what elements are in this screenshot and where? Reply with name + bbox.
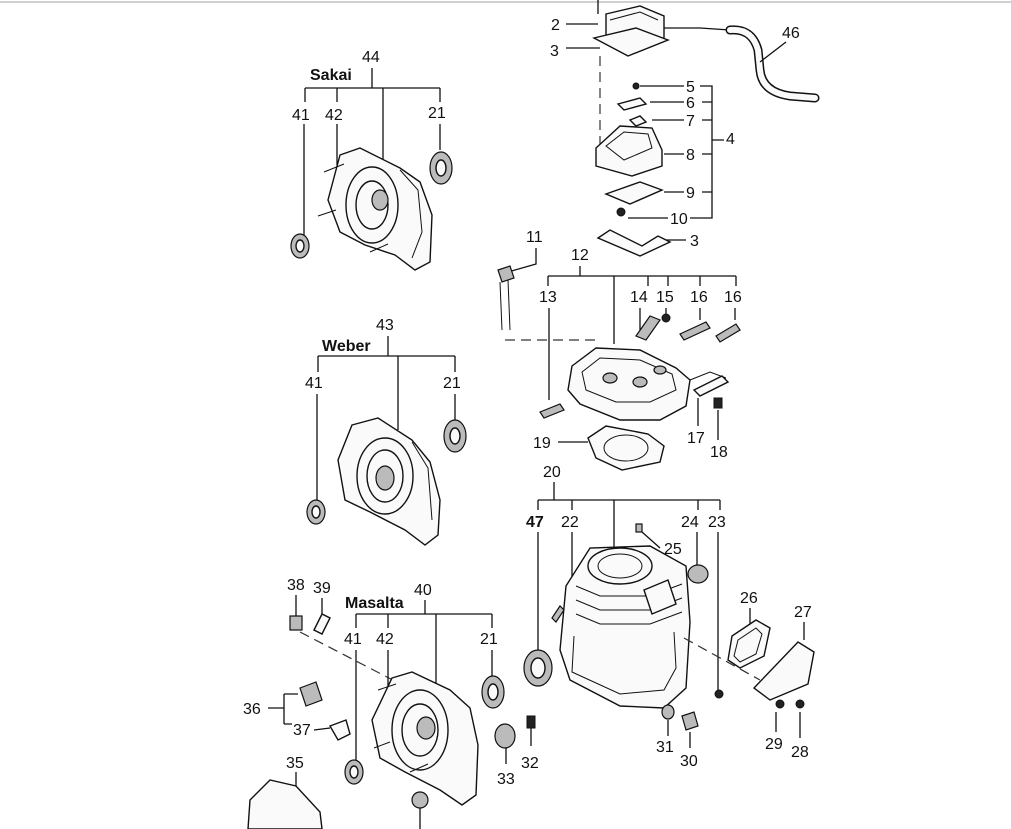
clip-15 [661,313,671,323]
callout-19: 19 [533,435,551,452]
callout-21-sakai: 21 [428,105,446,122]
callout-42-masalta: 42 [376,631,394,648]
callout-24: 24 [681,514,699,531]
stud-22 [551,605,565,623]
callout-28: 28 [791,744,809,761]
callout-6: 6 [686,95,695,112]
air-filter-8 [595,125,663,177]
stud-13 [539,403,565,419]
callout-26: 26 [740,590,758,607]
cover-plate-27 [752,641,815,701]
stud-16-left [679,321,711,341]
callout-30: 30 [680,753,698,770]
callout-5: 5 [686,79,695,96]
callout-8: 8 [686,147,695,164]
rocker-cover-group: 2 3 46 5 6 7 8 9 10 4 3 [550,0,820,257]
callout-13: 13 [539,289,557,306]
cylinder-head-12 [567,347,691,421]
callout-7: 7 [686,113,695,130]
callout-21-masalta: 21 [480,631,498,648]
cylinder-head-group: 11 12 13 14 15 16 16 17 18 19 [497,229,742,471]
washer-31 [661,704,675,720]
callout-31: 31 [656,739,674,756]
gasket-26 [727,619,771,669]
callout-14: 14 [630,289,648,306]
bolt-11-head [497,265,515,283]
callout-16-left: 16 [690,289,708,306]
callout-41-weber: 41 [305,375,323,392]
callout-3-top: 3 [550,43,559,60]
callout-22: 22 [561,514,579,531]
brand-label-sakai: Sakai [310,67,352,84]
callout-44: 44 [362,49,380,66]
head-gasket-19 [587,425,665,471]
masalta-flange-group: 38 39 Masalta 40 41 42 21 36 37 33 32 [243,577,539,829]
plate-6 [616,97,648,111]
nut-10 [616,207,626,217]
callout-46: 46 [782,25,800,42]
callout-36: 36 [243,701,261,718]
spring-7 [628,115,648,127]
callout-42-sakai: 42 [325,107,343,124]
callout-39: 39 [313,580,331,597]
callout-40: 40 [414,582,432,599]
callout-47: 47 [526,514,544,531]
element-9 [604,181,664,205]
oring-24 [687,564,709,584]
callout-21-weber: 21 [443,375,461,392]
dipstick-cap-36 [299,681,323,707]
callout-11: 11 [526,229,543,246]
brand-label-masalta: Masalta [345,595,404,612]
oring-37 [328,719,351,741]
plug-33 [494,723,516,749]
callout-33: 33 [497,771,515,788]
callout-32: 32 [521,755,539,772]
bolt-18 [713,397,723,409]
callout-4: 4 [726,131,735,148]
injector-14 [635,315,661,341]
callout-38: 38 [287,577,305,594]
gasket-35 [247,779,323,829]
callout-12: 12 [571,247,589,264]
stud-16-right [715,323,741,343]
plug-23 [714,689,724,699]
plug-30 [681,711,699,731]
callout-15: 15 [656,289,674,306]
callout-35: 35 [286,755,304,772]
pipe-17 [692,375,730,397]
screw-5 [632,82,640,90]
callout-9: 9 [686,185,695,202]
callout-18: 18 [710,444,728,461]
callout-17: 17 [687,430,705,447]
callout-10: 10 [670,211,688,228]
callout-23: 23 [708,514,726,531]
callout-3-lower: 3 [690,233,699,250]
bolt-32 [526,715,536,729]
callout-41-sakai: 41 [292,107,310,124]
callout-43: 43 [376,317,394,334]
callout-16-right: 16 [724,289,742,306]
clip-39 [313,613,331,635]
callout-37: 37 [293,722,311,739]
gasket-3-lower [596,229,672,257]
callout-25: 25 [664,541,682,558]
weber-flange-group: 43 Weber 41 21 [305,317,467,546]
callout-29: 29 [765,736,783,753]
callout-20: 20 [543,464,561,481]
callout-27: 27 [794,604,812,621]
gasket-3-top [592,27,670,57]
sakai-flange-group: Sakai 44 41 42 21 [290,49,453,271]
callout-2: 2 [551,17,560,34]
bolt-38 [289,615,303,631]
brand-label-weber: Weber [322,338,371,355]
callout-41-masalta: 41 [344,631,362,648]
dowel-25 [635,523,643,533]
cylinder-block-group: 20 47 22 24 23 25 26 27 29 28 [523,464,815,770]
breather-hose-46 [727,26,818,101]
